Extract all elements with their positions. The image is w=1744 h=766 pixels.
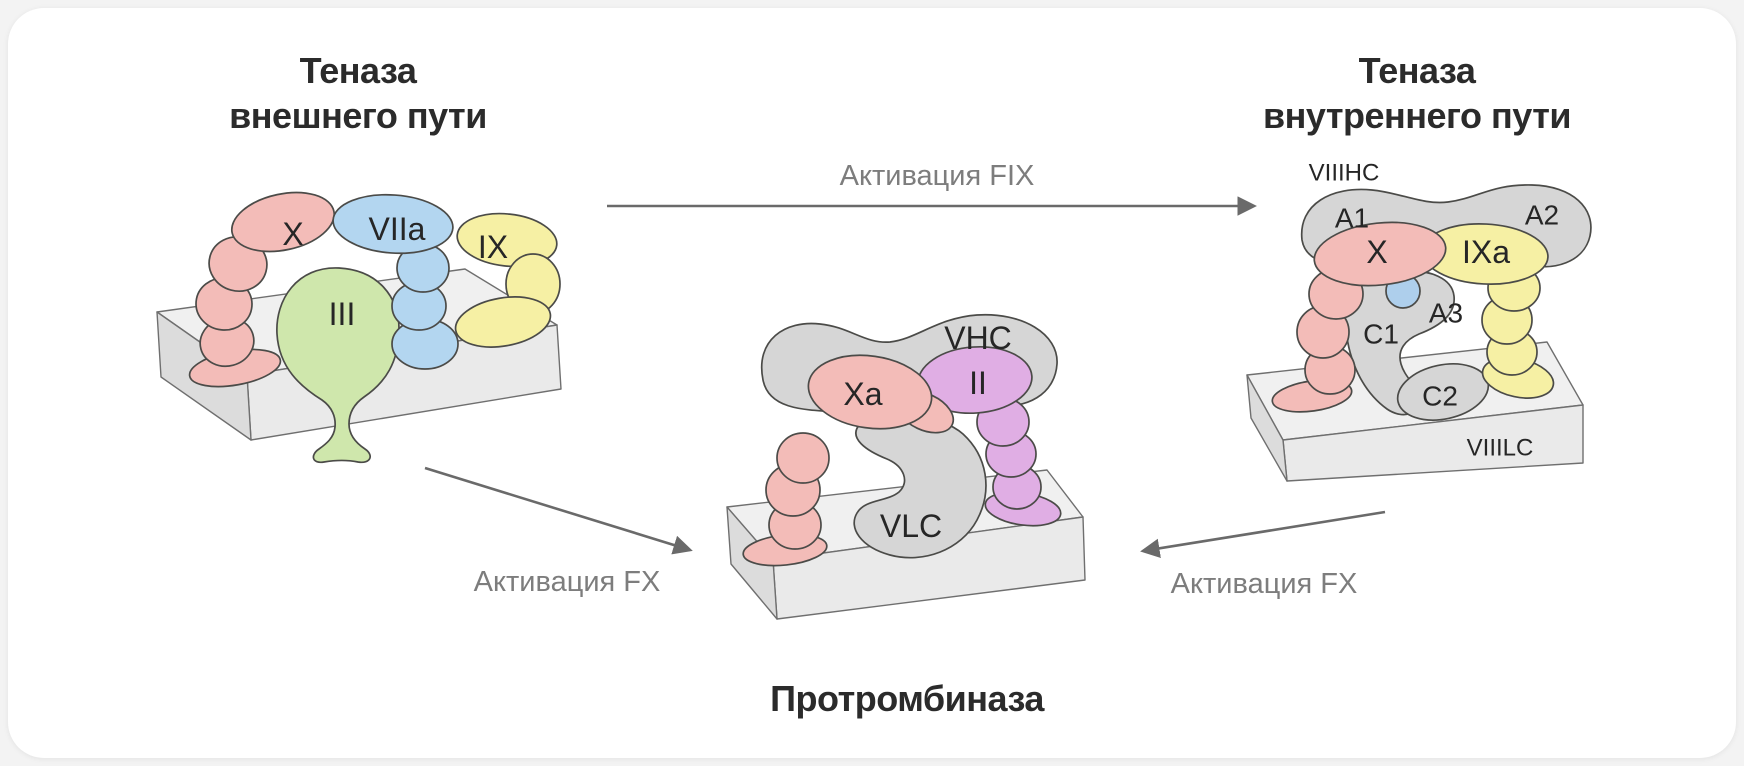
intrinsic-tenase-illustration: VIIIHC A1 A2 X IXa A3 C1 C2 VIIILC	[1246, 160, 1592, 482]
factor-x-head	[1313, 221, 1447, 287]
viii-c1-label: C1	[1363, 319, 1399, 350]
v-light-chain-body	[853, 415, 987, 559]
v-light-chain-label: VLC	[880, 508, 942, 544]
factor-xa-label: Xa	[843, 376, 882, 412]
factor-iii-shape	[276, 267, 400, 464]
factor-iii-label: III	[329, 296, 356, 332]
viii-a3-label: A3	[1429, 298, 1463, 329]
activation-fx-right-label: Активация FX	[1170, 568, 1358, 600]
factor-x-label: X	[1366, 234, 1387, 270]
prothrombinase-illustration: VHC Xa II VLC	[726, 313, 1086, 620]
viii-heavy-chain-label: VIIIHC	[1309, 160, 1380, 187]
extrinsic-labels: X VIIa IX III	[282, 211, 508, 332]
membrane-side-face	[1246, 374, 1288, 482]
extrinsic-title-line1: Теназа	[299, 50, 417, 91]
factor-viia-head	[332, 193, 454, 255]
factor-ii-label: II	[969, 365, 987, 401]
prothrombinase-labels: VHC Xa II VLC	[843, 320, 1011, 544]
factor-iii-body	[276, 267, 400, 464]
factor-x-shape	[188, 191, 336, 388]
factor-xa-bulge	[776, 432, 830, 484]
factor-ix-label: IX	[478, 229, 508, 265]
activation-fix-label: Активация FIX	[839, 160, 1035, 192]
viii-a2-label: A2	[1525, 200, 1559, 231]
viii-a1-label: A1	[1335, 203, 1369, 234]
factor-xa-head	[807, 354, 933, 430]
activation-fx-left-label: Активация FX	[473, 566, 661, 598]
factor-viia-shape	[332, 193, 459, 370]
factor-ix-shape	[454, 212, 561, 348]
factor-ixa-shape	[1421, 223, 1555, 399]
intrinsic-labels: VIIIHC A1 A2 X IXa A3 C1 C2 VIIILC	[1309, 160, 1559, 462]
viii-light-chain-label: VIIILC	[1467, 435, 1534, 462]
factor-x-head	[230, 191, 336, 253]
intrinsic-tenase-title: Теназа внутреннего пути	[1263, 48, 1571, 138]
factor-v-light-chain-shape	[853, 415, 987, 559]
factor-xa-shape	[742, 354, 955, 567]
factor-x-label: X	[282, 216, 303, 252]
factor-x-shape	[1271, 221, 1447, 413]
extrinsic-title-line2: внешнего пути	[229, 95, 487, 136]
intrinsic-title-line2: внутреннего пути	[1263, 95, 1571, 136]
viii-c2-label: C2	[1422, 381, 1458, 412]
factor-ixa-label: IXa	[1462, 234, 1510, 270]
extrinsic-tenase-title: Теназа внешнего пути	[229, 48, 487, 138]
factor-ix-lower-arm	[454, 296, 552, 348]
prothrombinase-title: Протромбиназа	[770, 678, 1044, 719]
factor-ii-shape	[917, 345, 1062, 527]
intrinsic-title-line1: Теназа	[1358, 50, 1476, 91]
v-heavy-chain-label: VHC	[944, 320, 1012, 356]
factor-viia-label: VIIa	[369, 211, 426, 247]
extrinsic-tenase-illustration: X VIIa IX III	[156, 191, 562, 464]
